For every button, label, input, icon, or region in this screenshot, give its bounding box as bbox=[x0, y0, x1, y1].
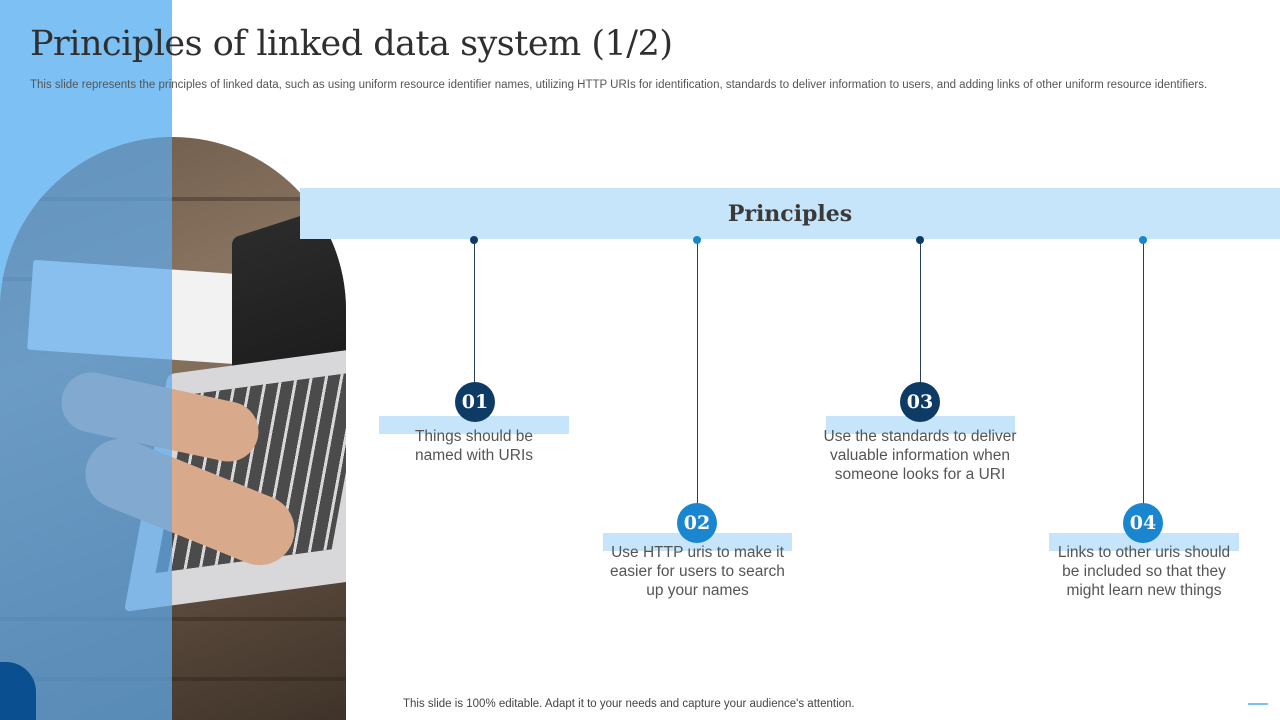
photo-blue-overlay bbox=[0, 137, 172, 720]
principle-3-label-bar bbox=[826, 416, 1015, 434]
principles-band: Principles bbox=[300, 188, 1280, 239]
connector-line-2 bbox=[697, 240, 698, 505]
page-title: Principles of linked data system (1/2) bbox=[30, 24, 673, 64]
principle-4-text: Links to other uris should be included s… bbox=[1057, 544, 1231, 599]
photo-plank bbox=[0, 197, 346, 201]
principle-1-number-badge: 01 bbox=[455, 382, 495, 422]
principle-1-label-bar bbox=[379, 416, 569, 434]
principle-3-number-badge: 03 bbox=[900, 382, 940, 422]
connector-line-4 bbox=[1143, 240, 1144, 505]
principles-band-title: Principles bbox=[727, 201, 853, 227]
connector-line-1 bbox=[474, 240, 475, 385]
footer-note: This slide is 100% editable. Adapt it to… bbox=[403, 698, 855, 710]
principle-4-number-badge: 04 bbox=[1123, 503, 1163, 543]
connector-dot-2 bbox=[693, 236, 701, 244]
connector-dot-3 bbox=[916, 236, 924, 244]
footer-accent-mark bbox=[1248, 703, 1268, 705]
page-subtitle: This slide represents the principles of … bbox=[30, 79, 1208, 91]
connector-line-3 bbox=[920, 240, 921, 385]
photo-plank bbox=[0, 617, 346, 621]
principle-1-text: Things should be named with URIs bbox=[414, 428, 534, 464]
connector-dot-4 bbox=[1139, 236, 1147, 244]
principle-2-text: Use HTTP uris to make it easier for user… bbox=[610, 544, 785, 599]
connector-dot-1 bbox=[470, 236, 478, 244]
principle-3-text: Use the standards to deliver valuable in… bbox=[823, 428, 1017, 483]
principle-2-number-badge: 02 bbox=[677, 503, 717, 543]
photo-plank bbox=[0, 677, 346, 681]
laptop-photo bbox=[0, 137, 346, 720]
